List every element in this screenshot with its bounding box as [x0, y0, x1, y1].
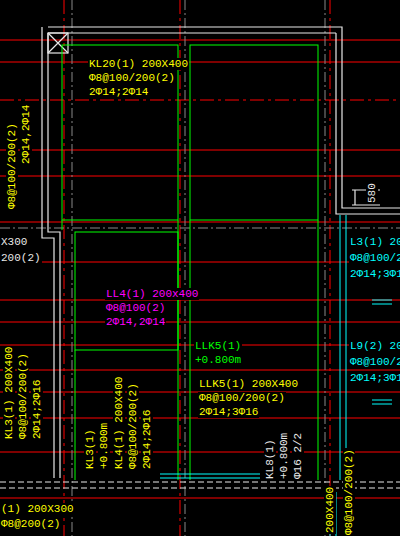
beam-annotation: 2Φ14;2Φ14	[88, 86, 149, 98]
beam-annotation: Φ8@100/200(2)	[343, 448, 355, 536]
secondary-beams	[0, 215, 392, 536]
beam-annotation: (1) 200X300	[0, 503, 75, 515]
beam-annotation: +0.800m	[278, 432, 290, 480]
beam-annotation: L9(2) 200X400	[349, 340, 400, 352]
beam-annotation: KL3(1) 200X400	[3, 346, 15, 440]
beam-annotation: +0.800m	[194, 354, 242, 366]
beam-annotation: X300	[0, 236, 28, 248]
beam-annotation: 580	[366, 182, 378, 204]
beam-annotation: 200X400	[324, 486, 336, 534]
beam-annotation: LLK5(1)	[194, 340, 242, 352]
beam-annotation: Φ8@100/200(2)	[349, 252, 400, 264]
beam-annotation: KL4(1) 200X400	[113, 376, 125, 470]
beam-annotation: LLK5(1) 200X400	[198, 378, 299, 390]
beam-annotation: L3(1) 200X400	[349, 236, 400, 248]
beam-annotation: +0.800m	[98, 422, 110, 470]
beam-annotation: Φ8@100/200(2)	[88, 72, 176, 84]
beam-annotation: 2Φ14,2Φ14	[105, 316, 166, 328]
beam-annotation: 2Φ14;3Φ14	[349, 372, 400, 384]
beam-annotation: 2Φ14,2Φ14	[20, 104, 32, 165]
beam-annotation: KL20(1) 200X400	[88, 58, 189, 70]
beam-annotation: LL4(1) 200x400	[105, 288, 199, 300]
beam-annotation: 2Φ14;3Φ14	[349, 268, 400, 280]
beam-annotation: Φ8@100/200(2)	[17, 352, 29, 440]
beam-annotation: Φ8@100/200(2)	[349, 356, 400, 368]
beam-annotation: 2Φ14;2Φ16	[141, 409, 153, 470]
beam-annotation: KL8(1)	[264, 438, 276, 480]
beam-outlines	[62, 45, 318, 480]
beam-annotation: 2Φ14;2Φ16	[31, 379, 43, 440]
beam-annotation: KL3(1)	[84, 428, 96, 470]
beam-annotation: Φ16 2/2	[292, 432, 304, 480]
beam-annotation: 2Φ14;3Φ16	[198, 406, 259, 418]
beam-annotation: Φ8@200(2)	[0, 518, 61, 530]
beam-annotation: Φ8@100/200(2)	[198, 392, 286, 404]
beam-annotation: Φ8@100/200(2)	[6, 122, 18, 210]
beam-annotation: Φ8@100(2)	[105, 302, 166, 314]
beam-annotation: Φ8@100/200(2)	[127, 382, 139, 470]
beam-annotation: 200(2)	[0, 252, 42, 264]
